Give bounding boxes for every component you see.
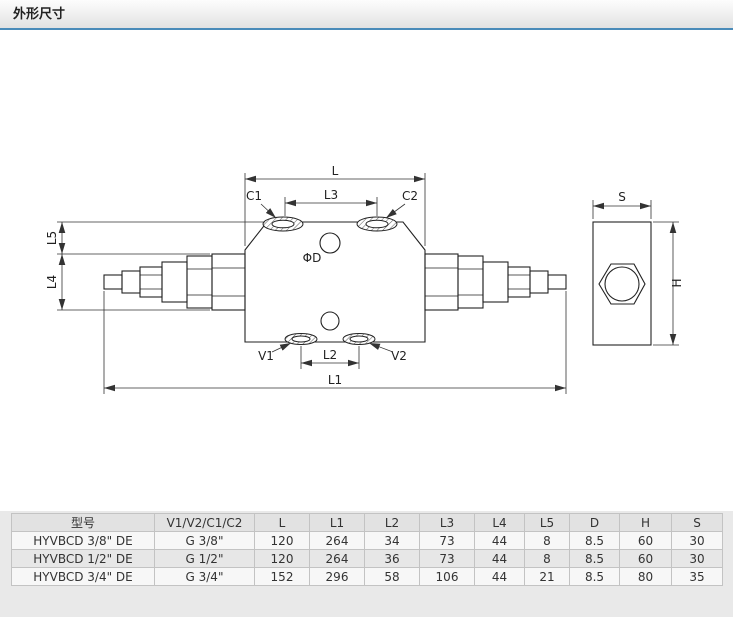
- table-cell: 8.5: [569, 549, 620, 568]
- label-C2: C2: [402, 189, 418, 203]
- dimension-labels: L L3 C1 C2 ΦD L5 L4 V1 L2 V2 L1 S H: [45, 164, 684, 387]
- label-L4: L4: [45, 275, 59, 289]
- label-V1: V1: [258, 349, 274, 363]
- column-header: L2: [364, 513, 420, 532]
- section-header: 外形尺寸: [0, 0, 733, 30]
- label-L5: L5: [45, 231, 59, 245]
- table-cell: 80: [619, 567, 672, 586]
- leader-c1: [260, 203, 277, 219]
- table-cell: 30: [671, 549, 723, 568]
- table-cell: HYVBCD 3/8" DE: [11, 531, 155, 550]
- column-header: 型号: [11, 513, 155, 532]
- table-cell: 35: [671, 567, 723, 586]
- table-cell: 264: [309, 549, 365, 568]
- port-v1-bore: [291, 335, 311, 343]
- table-cell: 8: [524, 549, 570, 568]
- side-view: [592, 221, 652, 346]
- column-header: L3: [419, 513, 475, 532]
- table-cell: 60: [619, 549, 672, 568]
- table-cell: 120: [254, 531, 310, 550]
- table-cell: HYVBCD 3/4" DE: [11, 567, 155, 586]
- side-view-body: [592, 221, 652, 346]
- label-L3: L3: [324, 188, 338, 202]
- port-c1-bore: [271, 219, 295, 229]
- column-header: V1/V2/C1/C2: [154, 513, 255, 532]
- column-header: H: [619, 513, 672, 532]
- table-cell: 264: [309, 531, 365, 550]
- label-phiD: ΦD: [303, 251, 322, 265]
- leader-v1: [271, 342, 292, 353]
- label-L1: L1: [328, 373, 342, 387]
- hex-nut: [598, 263, 646, 305]
- table-cell: 8: [524, 531, 570, 550]
- table-cell: 58: [364, 567, 420, 586]
- label-L2: L2: [323, 348, 337, 362]
- table-cell: 44: [474, 567, 525, 586]
- column-header: L1: [309, 513, 365, 532]
- main-view: [103, 221, 567, 343]
- dimension-lines: [57, 173, 679, 394]
- leader-v2: [368, 342, 394, 353]
- table-cell: 8.5: [569, 567, 620, 586]
- pilot-circle: [320, 311, 340, 331]
- column-header: D: [569, 513, 620, 532]
- table-cell: 152: [254, 567, 310, 586]
- column-header: L5: [524, 513, 570, 532]
- hex-nut-circle: [604, 266, 640, 302]
- left-cartridge: [103, 253, 246, 311]
- label-L: L: [332, 164, 339, 178]
- technical-drawing-svg: L L3 C1 C2 ΦD L5 L4 V1 L2 V2 L1 S H: [45, 164, 684, 394]
- table-cell: 73: [419, 549, 475, 568]
- valve-body-outline: [244, 221, 426, 343]
- section-title: 外形尺寸: [13, 7, 66, 22]
- table-cell: 296: [309, 567, 365, 586]
- ports: [262, 216, 398, 345]
- table-cell: 44: [474, 549, 525, 568]
- table-cell: 36: [364, 549, 420, 568]
- label-V2: V2: [391, 349, 407, 363]
- bore-circle: [319, 232, 341, 254]
- label-H: H: [670, 278, 684, 287]
- drawing-area: L L3 C1 C2 ΦD L5 L4 V1 L2 V2 L1 S H: [0, 30, 733, 511]
- port-c2-bore: [365, 219, 389, 229]
- table-cell: G 3/4": [154, 567, 255, 586]
- table-cell: 73: [419, 531, 475, 550]
- table-cell: 106: [419, 567, 475, 586]
- table-cell: 8.5: [569, 531, 620, 550]
- table-cell: HYVBCD 1/2" DE: [11, 549, 155, 568]
- column-header: S: [671, 513, 723, 532]
- table-cell: G 1/2": [154, 549, 255, 568]
- column-header: L: [254, 513, 310, 532]
- label-C1: C1: [246, 189, 262, 203]
- table-cell: 21: [524, 567, 570, 586]
- table-cell: 44: [474, 531, 525, 550]
- table-cell: 60: [619, 531, 672, 550]
- table-cell: G 3/8": [154, 531, 255, 550]
- label-S: S: [618, 190, 626, 204]
- leader-c2: [385, 203, 406, 219]
- right-cartridge: [424, 253, 567, 311]
- column-header: L4: [474, 513, 525, 532]
- port-v2-bore: [349, 335, 369, 343]
- table-cell: 34: [364, 531, 420, 550]
- table-cell: 120: [254, 549, 310, 568]
- table-cell: 30: [671, 531, 723, 550]
